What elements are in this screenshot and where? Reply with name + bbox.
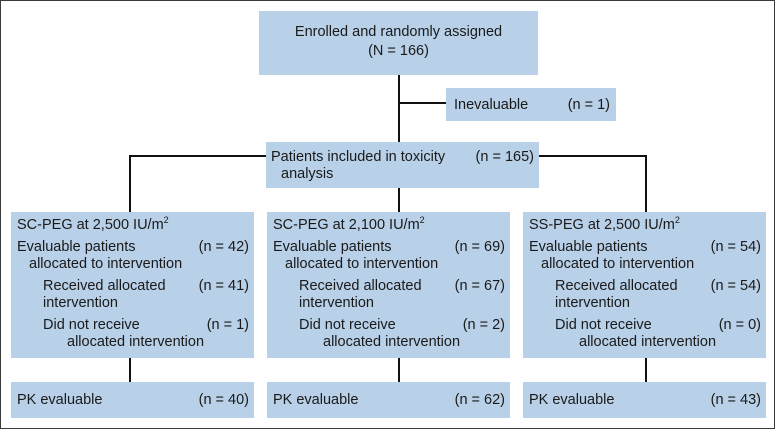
not-received-label: Did not receive: [43, 317, 140, 333]
arm-title: SC-PEG at 2,500 IU/m2: [17, 215, 169, 233]
not-received-count: (n = 1): [206, 317, 249, 333]
received-label: Received allocated: [43, 278, 166, 294]
arm-title: SS-PEG at 2,500 IU/m2: [529, 215, 680, 233]
inevaluable-label: Inevaluable: [454, 97, 529, 113]
evaluable-label-cont: allocated to intervention: [541, 256, 695, 272]
connector-arm3-to-pk: [645, 358, 647, 382]
received-label-cont: intervention: [299, 295, 374, 311]
evaluable-count: (n = 69): [454, 239, 505, 255]
arm-box: SC-PEG at 2,500 IU/m2 Evaluable patients…: [11, 212, 254, 358]
pk-count: (n = 43): [710, 392, 761, 408]
evaluable-count: (n = 42): [198, 239, 249, 255]
inevaluable-count: (n = 1): [567, 97, 610, 113]
connector-arm2-to-pk: [398, 358, 400, 382]
toxicity-label-cont: analysis: [281, 166, 334, 182]
evaluable-label: Evaluable patients: [17, 239, 136, 255]
not-received-label: Did not receive: [299, 317, 396, 333]
evaluable-label: Evaluable patients: [273, 239, 392, 255]
connector-arm1-to-pk: [129, 358, 131, 382]
enrolled-box: Enrolled and randomly assigned (N = 166): [259, 11, 538, 75]
pk-box: PK evaluable (n = 40): [11, 382, 254, 418]
pk-label: PK evaluable: [273, 392, 359, 408]
pk-box: PK evaluable (n = 62): [267, 382, 510, 418]
pk-label: PK evaluable: [17, 392, 103, 408]
pk-count: (n = 62): [454, 392, 505, 408]
not-received-label-cont: allocated intervention: [323, 334, 461, 350]
received-count: (n = 54): [710, 278, 761, 294]
inevaluable-box: Inevaluable (n = 1): [446, 88, 616, 121]
not-received-label: Did not receive: [555, 317, 652, 333]
evaluable-label-cont: allocated to intervention: [29, 256, 183, 272]
received-count: (n = 41): [198, 278, 249, 294]
not-received-count: (n = 0): [718, 317, 761, 333]
received-count: (n = 67): [454, 278, 505, 294]
connector-toxicity-to-arms: [398, 188, 400, 212]
connector-branch-right-down: [645, 155, 647, 212]
toxicity-box: Patients included in toxicity analysis (…: [266, 142, 539, 188]
connector-horizontal-branch: [129, 155, 266, 157]
not-received-count: (n = 2): [462, 317, 505, 333]
connector-branch-left-down: [129, 155, 131, 212]
received-label-cont: intervention: [43, 295, 118, 311]
arm-box: SC-PEG at 2,100 IU/m2 Evaluable patients…: [267, 212, 510, 358]
toxicity-count: (n = 165): [475, 149, 534, 165]
received-label: Received allocated: [299, 278, 422, 294]
pk-count: (n = 40): [198, 392, 249, 408]
connector-horizontal-branch-right: [539, 155, 647, 157]
evaluable-count: (n = 54): [710, 239, 761, 255]
not-received-label-cont: allocated intervention: [579, 334, 717, 350]
arm-box: SS-PEG at 2,500 IU/m2 Evaluable patients…: [523, 212, 766, 358]
pk-box: PK evaluable (n = 43): [523, 382, 766, 418]
evaluable-label: Evaluable patients: [529, 239, 648, 255]
received-label: Received allocated: [555, 278, 678, 294]
toxicity-label: Patients included in toxicity: [271, 149, 446, 165]
received-label-cont: intervention: [555, 295, 630, 311]
enrolled-label: Enrolled and randomly assigned: [294, 24, 503, 40]
enrolled-count: (N = 166): [368, 43, 429, 59]
arm-title: SC-PEG at 2,100 IU/m2: [273, 215, 425, 233]
evaluable-label-cont: allocated to intervention: [285, 256, 439, 272]
connector-enrolled-to-toxicity: [398, 75, 400, 142]
not-received-label-cont: allocated intervention: [67, 334, 205, 350]
connector-to-inevaluable: [399, 102, 446, 104]
pk-label: PK evaluable: [529, 392, 615, 408]
